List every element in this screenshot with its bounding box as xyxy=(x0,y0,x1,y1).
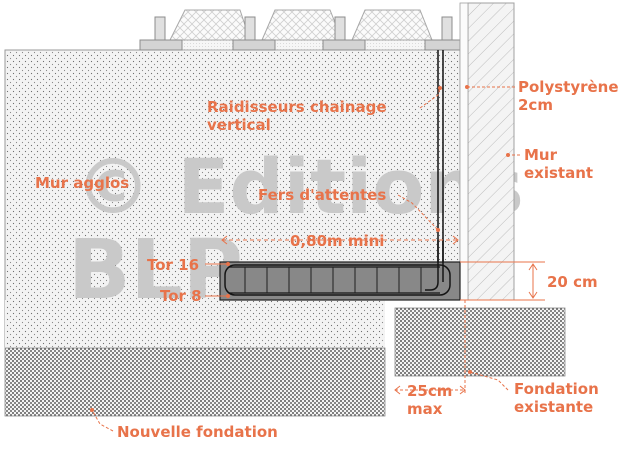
label-dimension-20cm: 20 cm xyxy=(547,273,598,291)
watermark-line1: © Editions xyxy=(75,142,524,231)
label-dimension-25cm-1: 25cm xyxy=(407,382,452,400)
label-nouvelle-fondation: Nouvelle fondation xyxy=(117,423,278,441)
label-fondation-existante-2: existante xyxy=(514,398,593,416)
label-dimension-080: 0,80m mini xyxy=(290,232,384,250)
label-polystyrene-2: 2cm xyxy=(518,96,553,114)
label-dimension-25cm-2: max xyxy=(407,400,443,418)
label-tor16: Tor 16 xyxy=(147,256,199,274)
leader-lines xyxy=(90,85,520,432)
chainage-beam xyxy=(219,240,461,301)
watermark-line2: BLP xyxy=(68,223,243,318)
label-tor8: Tor 8 xyxy=(160,287,202,305)
label-mur-existant-1: Mur xyxy=(524,146,558,164)
label-fers-attentes: Fers d'attentes xyxy=(258,186,386,204)
polystyrene-layer xyxy=(459,2,469,301)
mur-existant xyxy=(467,2,515,301)
top-slab-blocks xyxy=(139,9,461,51)
label-fondation-existante-1: Fondation xyxy=(514,380,599,398)
label-raidisseurs-1: Raidisseurs chainage xyxy=(207,98,387,116)
label-mur-existant-2: existant xyxy=(524,164,593,182)
dimension-guides xyxy=(221,235,545,395)
label-mur-agglos: Mur agglos xyxy=(35,174,129,192)
fondation-existante xyxy=(394,307,566,377)
nouvelle-fondation xyxy=(4,347,386,417)
mur-agglos-lower xyxy=(5,300,385,348)
label-raidisseurs-2: vertical xyxy=(207,116,271,134)
label-polystyrene-1: Polystyrène xyxy=(518,78,619,96)
